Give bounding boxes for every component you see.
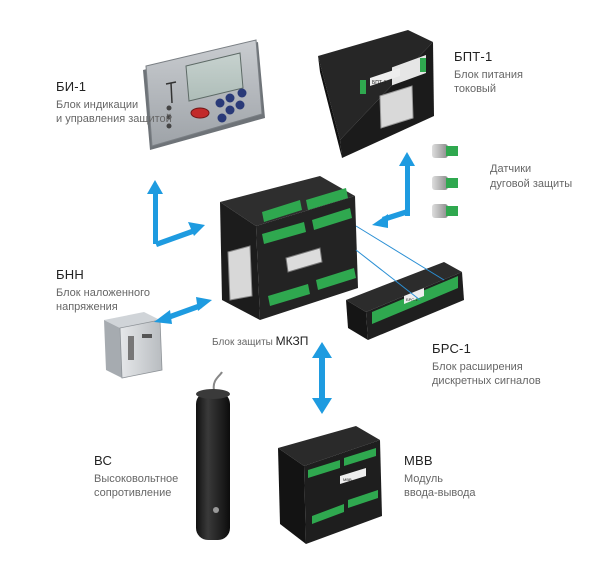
- bi1-title: БИ-1: [56, 79, 87, 94]
- arrow-mvv: [312, 342, 332, 414]
- brs-badge: БРС-1: [406, 297, 418, 302]
- mkzp-device: [220, 176, 358, 320]
- mkzp-name: МКЗП: [275, 334, 309, 348]
- sensor-line-2: [355, 249, 421, 301]
- bnn-label: БНН Блок наложенного напряжения: [56, 266, 150, 315]
- bpt1-desc-line1: Блок питания: [454, 68, 523, 81]
- bpt1-title: БПТ-1: [454, 49, 493, 64]
- mvv-desc-line2: ввода-вывода: [404, 487, 476, 500]
- brs1-desc-line2: дискретных сигналов: [432, 375, 541, 388]
- bi1-device: [143, 39, 265, 150]
- arrows: [147, 152, 415, 414]
- bc-title: ВС: [94, 453, 113, 468]
- brs1-desc-line1: Блок расширения: [432, 360, 523, 373]
- bpt1-device: БПТ-1: [318, 30, 434, 158]
- bnn-desc-line1: Блок наложенного: [56, 286, 150, 299]
- bnn-device: [104, 312, 163, 379]
- arrow-bi1: [147, 180, 205, 247]
- bi1-label: БИ-1 Блок индикации и управления защитой: [56, 78, 172, 127]
- bc-desc-line2: сопротивление: [94, 487, 172, 500]
- mvv-desc-line1: Модуль: [404, 472, 443, 485]
- bnn-title: БНН: [56, 267, 84, 282]
- bnn-desc-line2: напряжения: [56, 301, 118, 314]
- mvv-badge: МВВ: [343, 477, 352, 482]
- bi1-desc-line1: Блок индикации: [56, 98, 139, 111]
- mkzp-label: Блок защиты МКЗП: [212, 334, 308, 348]
- sensors-device: [432, 144, 458, 218]
- brs1-title: БРС-1: [432, 341, 472, 356]
- mvv-title: МВВ: [404, 453, 433, 468]
- arrow-bnn: [154, 297, 212, 324]
- bc-device: [196, 371, 230, 540]
- sensors-label: Датчики дуговой защиты: [490, 162, 572, 192]
- mvv-label: МВВ Модуль ввода-вывода: [404, 452, 476, 501]
- bi1-desc-line2: и управления защитой: [56, 113, 172, 126]
- arrow-bpt1: [372, 152, 415, 228]
- mkzp-prefix: Блок защиты: [212, 337, 276, 348]
- sensors-desc-line2: дуговой защиты: [490, 177, 573, 190]
- bc-desc-line1: Высоковольтное: [94, 472, 179, 485]
- bc-label: ВС Высоковольтное сопротивление: [94, 452, 178, 501]
- bpt1-label: БПТ-1 Блок питания токовый: [454, 48, 523, 97]
- bpt-badge: БПТ-1: [372, 80, 387, 86]
- brs1-device: БРС-1: [346, 262, 464, 340]
- bpt1-desc-line2: токовый: [454, 83, 496, 96]
- sensor-line-1: [355, 225, 445, 281]
- mvv-device: МВВ: [278, 426, 382, 544]
- brs1-label: БРС-1 Блок расширения дискретных сигнало…: [432, 340, 541, 389]
- sensors-desc-line1: Датчики: [490, 163, 532, 175]
